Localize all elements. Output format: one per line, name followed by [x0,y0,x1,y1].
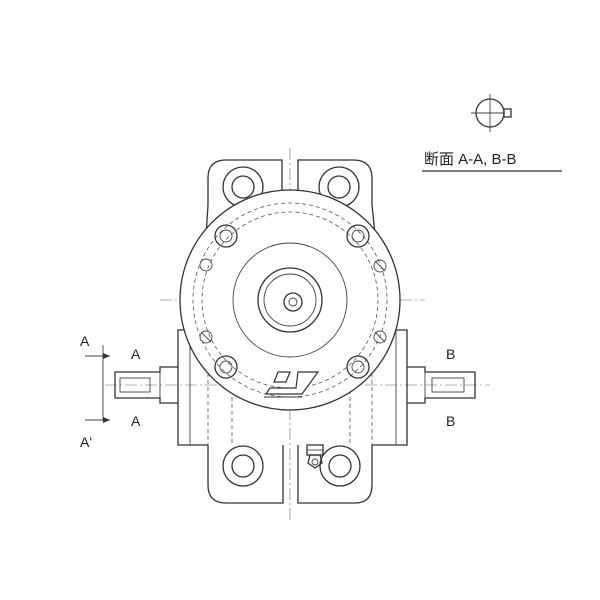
top-ear-right [297,159,373,205]
shaft-b [407,366,476,404]
label-b-bottom: B [446,413,455,429]
drain-plug-icon [306,444,324,469]
label-a-prime: A' [80,434,92,450]
label-a-bottom: A [131,413,141,429]
bottom-ear-left [207,445,284,504]
main-flange [179,189,401,411]
section-legend: 断面 A-A, B-B [422,94,562,172]
top-ear-left [207,159,283,205]
label-a-outer: A [80,333,90,349]
keyed-shaft-section-icon [471,94,512,132]
label-b-top: B [446,346,455,362]
shaft-a [114,366,178,404]
section-marker-a [85,345,110,423]
label-a-top: A [131,346,141,362]
brand-logo-icon [264,371,320,398]
bottom-ear-right [297,445,373,504]
flange-bolts [199,224,387,379]
section-title: 断面 A-A, B-B [424,151,517,168]
